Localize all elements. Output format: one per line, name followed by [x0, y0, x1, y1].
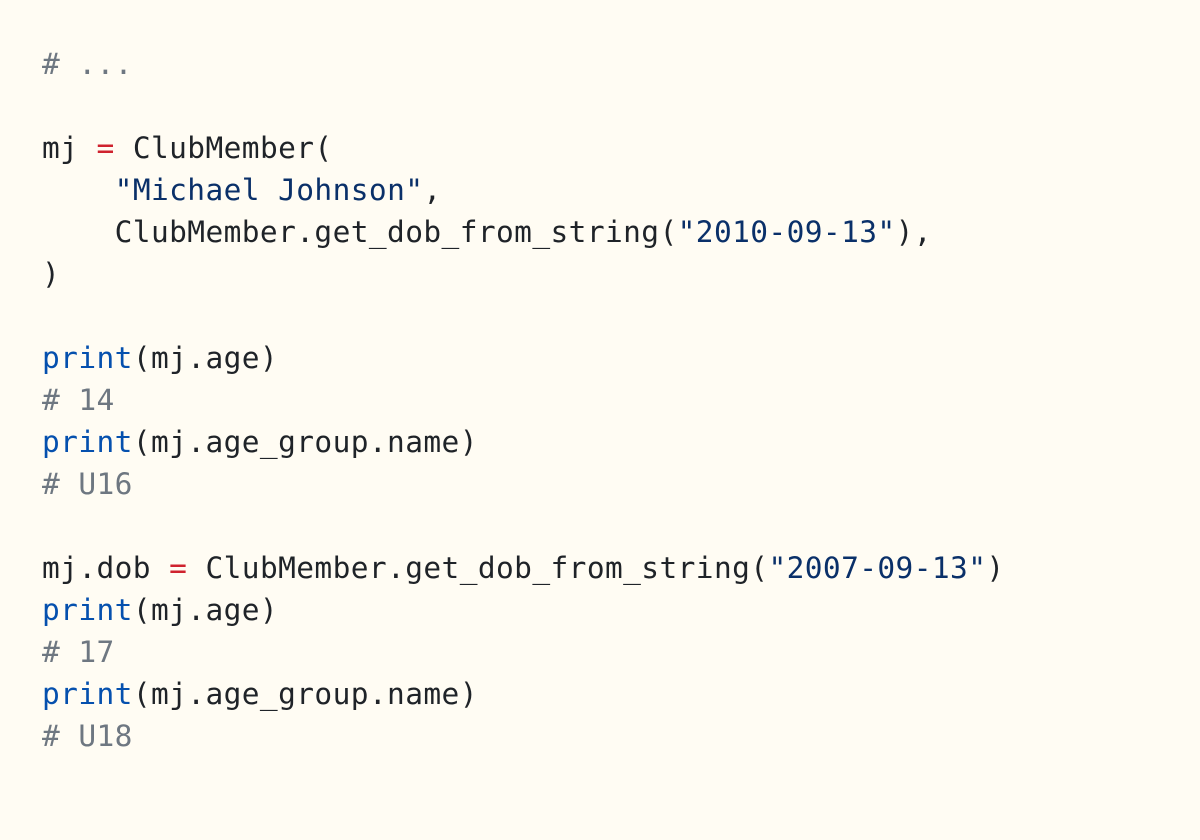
code-token-comment: # 17: [42, 635, 115, 669]
code-token-text: ): [42, 257, 61, 291]
code-token-comment: # ...: [42, 47, 133, 81]
code-token-text: ),: [895, 215, 932, 249]
code-token-text: ClubMember.get_dob_from_string(: [187, 551, 769, 585]
code-token-comment: # U18: [42, 719, 133, 753]
code-token-text: (mj.age_group.name): [132, 425, 478, 459]
code-line: print(mj.age): [42, 337, 1200, 379]
code-token-text: mj: [42, 131, 97, 165]
code-line: mj.dob = ClubMember.get_dob_from_string(…: [42, 547, 1200, 589]
code-token-text: mj.dob: [42, 551, 170, 585]
code-line: ClubMember.get_dob_from_string("2010-09-…: [42, 211, 1200, 253]
code-token-comment: # 14: [42, 383, 115, 417]
code-token-text: (mj.age_group.name): [132, 677, 478, 711]
code-token-text: ClubMember(: [114, 131, 333, 165]
code-line: print(mj.age_group.name): [42, 421, 1200, 463]
code-token-operator: =: [169, 551, 188, 585]
code-token-string: "2007-09-13": [768, 551, 987, 585]
code-line: # 17: [42, 631, 1200, 673]
code-token-string: "Michael Johnson": [114, 173, 424, 207]
code-token-builtin: print: [42, 425, 133, 459]
code-token-comment: # U16: [42, 467, 133, 501]
code-line: ): [42, 253, 1200, 295]
code-token-string: "2010-09-13": [677, 215, 896, 249]
code-line: # U18: [42, 715, 1200, 757]
code-token-text: [42, 173, 115, 207]
code-line: print(mj.age): [42, 589, 1200, 631]
code-token-builtin: print: [42, 593, 133, 627]
code-token-text: ClubMember.get_dob_from_string(: [42, 215, 678, 249]
code-token-text: (mj.age): [132, 593, 279, 627]
code-token-builtin: print: [42, 677, 133, 711]
code-token-text: (mj.age): [132, 341, 279, 375]
code-line: # 14: [42, 379, 1200, 421]
code-token-builtin: print: [42, 341, 133, 375]
blank-line: [42, 505, 1200, 547]
code-token-text: ,: [423, 173, 442, 207]
code-token-text: ): [986, 551, 1005, 585]
code-line: print(mj.age_group.name): [42, 673, 1200, 715]
code-token-operator: =: [96, 131, 115, 165]
code-line: # ...: [42, 43, 1200, 85]
blank-line: [42, 295, 1200, 337]
code-line: mj = ClubMember(: [42, 127, 1200, 169]
blank-line: [42, 85, 1200, 127]
code-line: "Michael Johnson",: [42, 169, 1200, 211]
code-line: # U16: [42, 463, 1200, 505]
